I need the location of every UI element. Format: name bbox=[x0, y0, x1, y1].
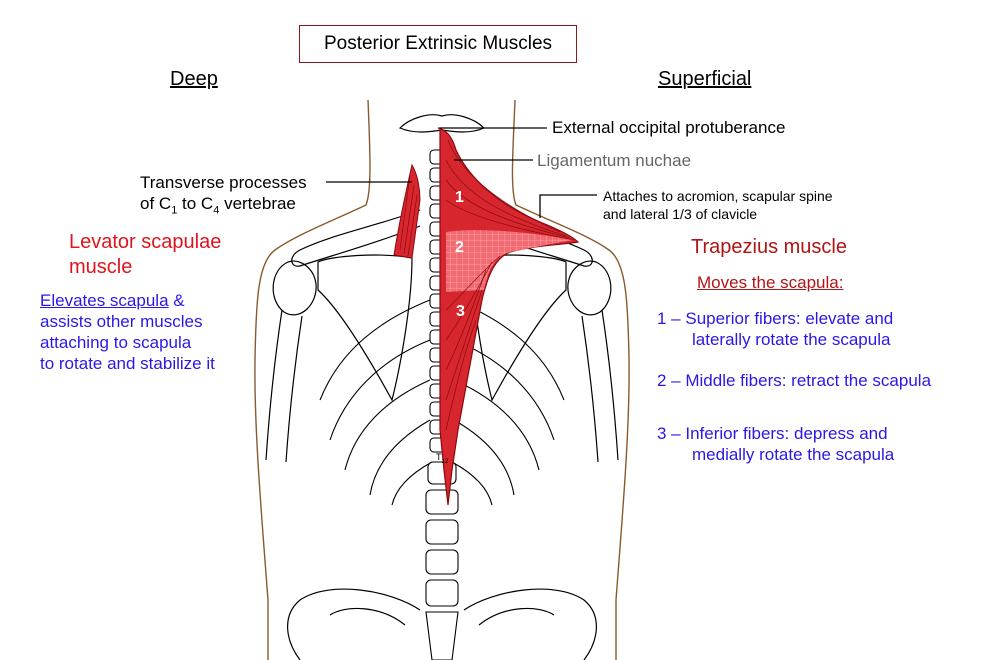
occipital-label: External occipital protuberance bbox=[552, 118, 786, 137]
leader-lines bbox=[326, 127, 597, 218]
fiber-middle: 2 – Middle fibers: retract the scapula bbox=[657, 371, 932, 390]
fiber-superior: 1 – Superior fibers: elevate and lateral… bbox=[657, 309, 894, 349]
trapezius-muscle bbox=[437, 127, 580, 506]
superficial-header: Superficial bbox=[658, 68, 752, 90]
region-number-1: 1 bbox=[455, 189, 464, 206]
vertebra-tag: T12 bbox=[436, 452, 449, 465]
trapezius-moves: Moves the scapula: bbox=[697, 273, 844, 292]
levator-scapulae-muscle bbox=[393, 163, 421, 259]
region-number-3: 3 bbox=[456, 303, 465, 320]
scapulae bbox=[317, 254, 567, 402]
levator-name: Levator scapulae muscle bbox=[69, 231, 222, 278]
region-number-2: 2 bbox=[455, 239, 464, 256]
page-title: Posterior Extrinsic Muscles bbox=[299, 25, 577, 63]
trapezius-name: Trapezius muscle bbox=[691, 236, 847, 258]
body-outline bbox=[254, 99, 630, 660]
pelvis bbox=[287, 588, 597, 660]
deep-header: Deep bbox=[170, 68, 218, 90]
nuchae-label: Ligamentum nuchae bbox=[537, 151, 692, 170]
fiber-inferior: 3 – Inferior fibers: depress and mediall… bbox=[657, 424, 895, 464]
levator-action: Elevates scapula & assists other muscles… bbox=[40, 291, 215, 373]
ribs bbox=[319, 299, 565, 506]
transverse-label: Transverse processes of C1 to C4 vertebr… bbox=[140, 173, 307, 217]
attaches-label: Attaches to acromion, scapular spine and… bbox=[603, 188, 833, 222]
